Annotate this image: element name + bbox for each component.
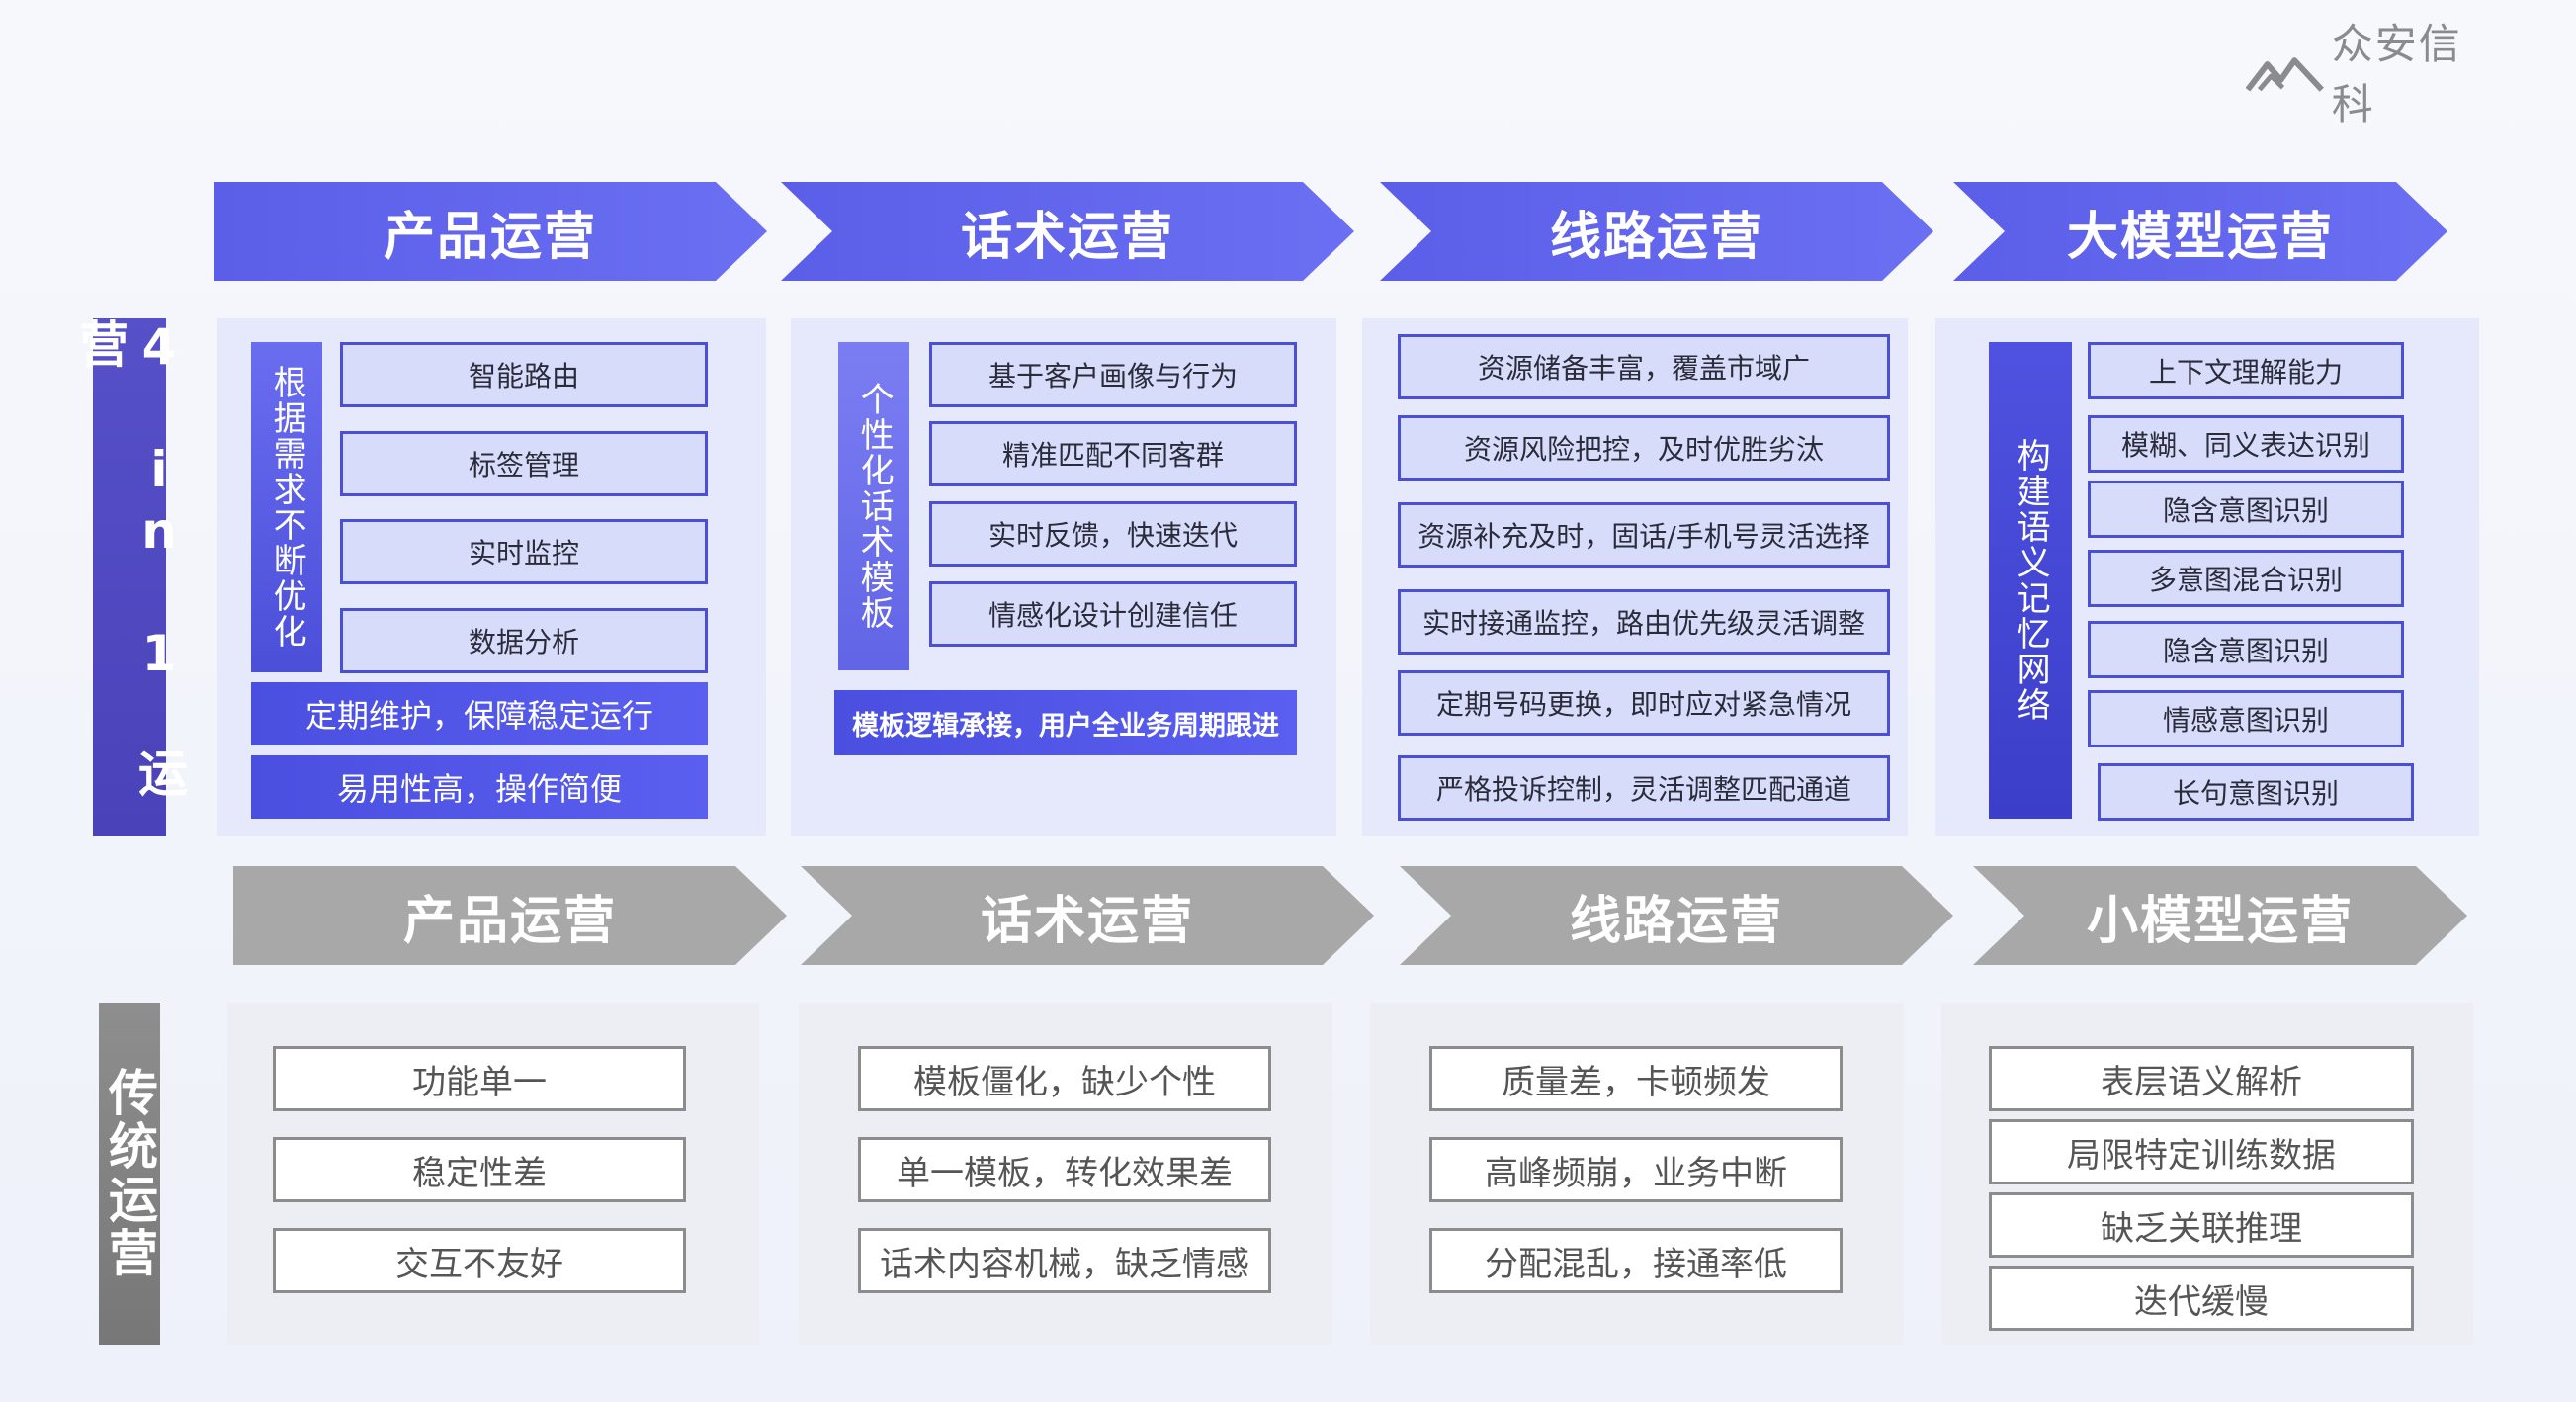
panel-line-ops [1362,318,1908,836]
line-item-5: 定期号码更换，即时应对紧急情况 [1398,670,1890,736]
trad-product-item-2: 稳定性差 [273,1137,686,1202]
product-item-realtime-monitor: 实时监控 [340,519,708,584]
product-item-smart-routing: 智能路由 [340,342,708,407]
line-item-6: 严格投诉控制，灵活调整匹配通道 [1398,755,1890,821]
line-item-4: 实时接通监控，路由优先级灵活调整 [1398,589,1890,655]
product-item-tag-management: 标签管理 [340,431,708,496]
product-vertical-label: 根据需求不断优化 [251,342,322,672]
script-item-profile: 基于客户画像与行为 [929,342,1297,407]
script-vertical-label: 个性化话术模板 [838,342,909,670]
company-logo: 众安信科 [2246,20,2503,129]
script-item-precise-match: 精准匹配不同客群 [929,421,1297,486]
small-model-item-2: 局限特定训练数据 [1989,1119,2414,1184]
trad-script-item-1: 模板僵化，缺少个性 [858,1046,1271,1111]
script-item-realtime-feedback: 实时反馈，快速迭代 [929,501,1297,567]
llm-item-implicit-2: 隐含意图识别 [2088,621,2404,678]
header-small-model: 小模型运营 [1973,866,2467,965]
llm-vertical-label: 构建语义记忆网络 [1989,342,2072,819]
product-item-data-analysis: 数据分析 [340,608,708,673]
side-label-4in1: 4 in 1 运营 [71,318,188,836]
side-label-traditional: 传统运营 [99,1003,160,1345]
trad-line-item-2: 高峰频崩，业务中断 [1429,1137,1843,1202]
mountain-logo-icon [2246,57,2324,92]
trad-line-item-1: 质量差，卡顿频发 [1429,1046,1843,1111]
small-model-item-3: 缺乏关联推理 [1989,1192,2414,1258]
product-highlight-usability: 易用性高，操作简便 [251,755,708,819]
header-traditional-product: 产品运营 [233,866,787,965]
header-traditional-script: 话术运营 [801,866,1374,965]
header-script-ops: 话术运营 [781,182,1354,281]
small-model-item-1: 表层语义解析 [1989,1046,2414,1111]
llm-item-multi-intent: 多意图混合识别 [2088,550,2404,607]
trad-line-item-3: 分配混乱，接通率低 [1429,1228,1843,1293]
llm-item-context: 上下文理解能力 [2088,342,2404,399]
header-traditional-line: 线路运营 [1400,866,1953,965]
logo-text: 众安信科 [2331,20,2462,129]
line-item-3: 资源补充及时，固话/手机号灵活选择 [1398,502,1890,568]
header-product-ops: 产品运营 [214,182,767,281]
llm-item-implicit: 隐含意图识别 [2088,481,2404,538]
script-item-emotional-design: 情感化设计创建信任 [929,581,1297,647]
header-line-ops: 线路运营 [1380,182,1933,281]
llm-item-emotion: 情感意图识别 [2088,690,2404,747]
line-item-2: 资源风险把控，及时优胜劣汰 [1398,415,1890,481]
trad-script-item-3: 话术内容机械，缺乏情感 [858,1228,1271,1293]
trad-product-item-3: 交互不友好 [273,1228,686,1293]
trad-product-item-1: 功能单一 [273,1046,686,1111]
trad-script-item-2: 单一模板，转化效果差 [858,1137,1271,1202]
small-model-item-4: 迭代缓慢 [1989,1266,2414,1331]
script-highlight-template-logic: 模板逻辑承接，用户全业务周期跟进 [834,690,1297,755]
header-llm-ops: 大模型运营 [1953,182,2447,281]
product-highlight-maintenance: 定期维护，保障稳定运行 [251,682,708,745]
llm-item-long-sentence: 长句意图识别 [2098,763,2414,821]
llm-item-fuzzy: 模糊、同义表达识别 [2088,415,2404,473]
line-item-1: 资源储备丰富，覆盖市域广 [1398,334,1890,399]
